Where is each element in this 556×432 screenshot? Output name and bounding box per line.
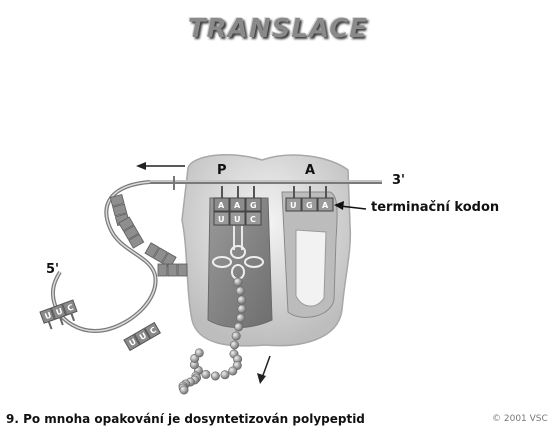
codon-a-site: U G A bbox=[286, 186, 333, 211]
anticodon-aag: A A G bbox=[214, 198, 261, 211]
amino-acid-bead bbox=[229, 367, 237, 375]
codon-bottom: U U C bbox=[124, 323, 160, 351]
amino-acid-bead bbox=[234, 323, 242, 331]
amino-acid-bead bbox=[238, 296, 246, 304]
amino-acid-bead bbox=[195, 349, 203, 357]
amino-acid-bead bbox=[202, 370, 210, 378]
amino-acid-bead bbox=[238, 305, 246, 313]
stop-codon-label: terminační kodon bbox=[371, 200, 499, 215]
amino-acid-bead bbox=[234, 278, 242, 286]
nt-anticodon-1: A bbox=[218, 201, 225, 210]
amino-acid-bead bbox=[232, 332, 240, 340]
amino-acid-bead bbox=[230, 341, 238, 349]
nt-a-codon-1: U bbox=[290, 201, 297, 210]
p-site-label: P bbox=[217, 163, 227, 178]
mrna-3-end-label: 3' bbox=[392, 173, 405, 188]
nt-p-codon-3: C bbox=[250, 215, 256, 224]
step-caption: 9. Po mnoha opakování je dosyntetizován … bbox=[6, 412, 365, 426]
copyright-notice: © 2001 VSC bbox=[492, 414, 548, 424]
amino-acid-bead bbox=[180, 386, 188, 394]
nt-a-codon-3: A bbox=[322, 201, 329, 210]
direction-arrow-left bbox=[136, 162, 185, 170]
nt-anticodon-2: A bbox=[234, 201, 241, 210]
direction-arrow-down bbox=[257, 356, 270, 384]
amino-acid-bead bbox=[237, 314, 245, 322]
mrna-5-end-label: 5' bbox=[46, 262, 59, 277]
amino-acid-bead bbox=[221, 371, 229, 379]
nt-p-codon-2: U bbox=[234, 215, 241, 224]
a-site-label: A bbox=[305, 163, 315, 178]
amino-acid-bead bbox=[211, 372, 219, 380]
nt-a-codon-2: G bbox=[306, 201, 313, 210]
nt-anticodon-3: G bbox=[250, 201, 257, 210]
page-title: TRANSLACE bbox=[0, 14, 556, 44]
codon-p-site: U U C bbox=[214, 212, 261, 225]
nt-p-codon-1: U bbox=[218, 215, 225, 224]
amino-acid-bead bbox=[236, 287, 244, 295]
